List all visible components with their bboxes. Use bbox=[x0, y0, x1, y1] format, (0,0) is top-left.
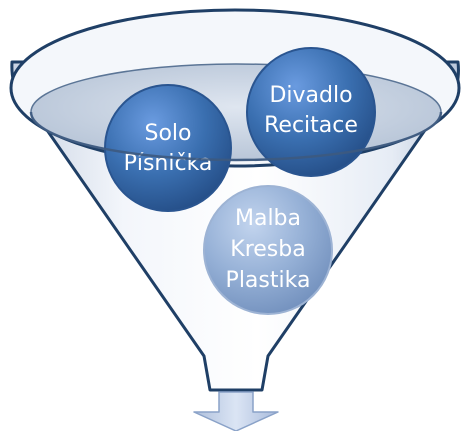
circle-solo: Solo Písnička bbox=[104, 84, 232, 212]
circle-divadlo: Divadlo Recitace bbox=[246, 47, 376, 177]
circle-malba: Malba Kresba Plastika bbox=[203, 185, 333, 315]
circle-solo-line-1: Solo bbox=[145, 121, 192, 146]
circle-divadlo-line-2: Recitace bbox=[264, 113, 358, 138]
down-arrow-icon bbox=[193, 391, 279, 431]
circle-malba-line-2: Kresba bbox=[230, 237, 305, 262]
funnel-opening-front-edge bbox=[29, 111, 443, 162]
circle-divadlo-line-1: Divadlo bbox=[269, 83, 352, 108]
circle-malba-line-3: Plastika bbox=[226, 268, 311, 293]
circle-malba-line-1: Malba bbox=[235, 206, 301, 231]
